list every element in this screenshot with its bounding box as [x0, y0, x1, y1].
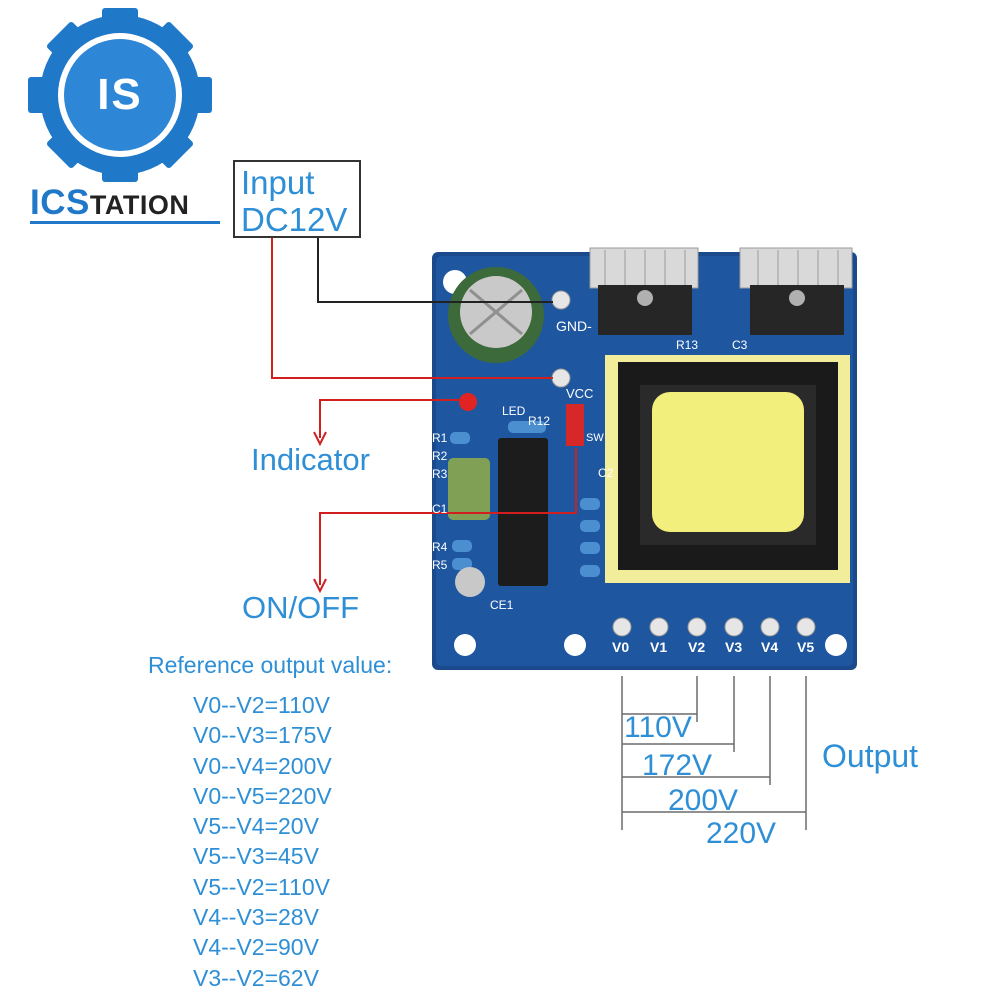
dimension-label-200v: 200V [668, 784, 739, 817]
indicator-arrow-icon [313, 431, 327, 447]
capacitor-ce [448, 267, 544, 363]
silkscreen-r1: R1 [432, 431, 448, 445]
output-pins [612, 617, 816, 637]
resistor [580, 498, 600, 510]
heatsink-right [739, 247, 853, 335]
transformer [605, 355, 850, 583]
resistor [450, 432, 470, 444]
logo-wordmark: ICSTATION [30, 183, 189, 223]
mounting-hole [564, 634, 586, 656]
heatsink-left [589, 247, 699, 335]
silkscreen-r12: R12 [528, 414, 551, 428]
pin-label-v5: V5 [797, 639, 815, 655]
reference-item: V0--V3=175V [193, 722, 332, 749]
pin-label-v2: V2 [688, 639, 706, 655]
small-capacitor [455, 567, 485, 597]
resistor [452, 558, 472, 570]
mounting-hole [825, 634, 847, 656]
resistor [452, 540, 472, 552]
pin-label-v3: V3 [725, 639, 743, 655]
silkscreen-r4: R4 [432, 540, 448, 554]
logo-wordmark-big: ICS [30, 183, 90, 222]
silkscreen-r13: R13 [676, 338, 699, 352]
reference-list: V0--V2=110V V0--V3=175V V0--V4=200V V0--… [193, 690, 332, 993]
input-label-line2: DC12V [241, 201, 348, 238]
reference-item: V0--V5=220V [193, 782, 332, 809]
reference-item: V3--V2=62V [193, 964, 319, 991]
gear-icon [28, 8, 212, 182]
silkscreen-c3: C3 [732, 338, 748, 352]
silkscreen-sw: SW [586, 432, 604, 444]
onoff-leader-line [319, 448, 577, 585]
dimension-label-220v: 220V [706, 817, 777, 850]
silkscreen-r2: R2 [432, 449, 448, 463]
switch-jumper [566, 404, 584, 446]
dimension-lines [621, 676, 807, 830]
resistor [580, 520, 600, 532]
input-label-box: Input DC12V [233, 160, 361, 238]
silkscreen-r5: R5 [432, 558, 448, 572]
pin-label-v4: V4 [761, 639, 779, 655]
vcc-leader-line [271, 238, 553, 379]
reference-item: V0--V4=200V [193, 752, 332, 779]
logo-emblem-letters: IS [97, 70, 143, 119]
resistor [508, 421, 546, 433]
pin-label-v1: V1 [650, 639, 668, 655]
pin-label-v0: V0 [612, 639, 630, 655]
onoff-label: ON/OFF [242, 590, 360, 625]
dimension-label-172v: 172V [642, 749, 713, 782]
logo-underline [30, 221, 220, 224]
terminal-vcc [551, 368, 571, 388]
led [459, 393, 477, 411]
silkscreen-c1: C1 [432, 502, 448, 516]
mounting-hole [454, 634, 476, 656]
reference-item: V4--V3=28V [193, 904, 319, 931]
silkscreen-led: LED [502, 404, 526, 418]
dimension-label-110v: 110V [624, 711, 692, 744]
reference-item: V5--V4=20V [193, 813, 319, 840]
reference-item: V5--V3=45V [193, 843, 319, 870]
silkscreen-r3: R3 [432, 467, 448, 481]
terminal-gnd [551, 290, 571, 310]
reference-item: V5--V2=110V [193, 873, 331, 900]
reference-item: V0--V2=110V [193, 692, 331, 718]
silkscreen-c2: C2 [598, 466, 614, 480]
film-capacitor [448, 458, 490, 520]
silkscreen-gnd: GND- [556, 318, 592, 334]
reference-title: Reference output value: [148, 652, 393, 678]
resistor [580, 565, 600, 577]
logo-wordmark-small: TATION [89, 190, 190, 220]
gnd-leader-line [317, 238, 553, 303]
silkscreen-vcc: VCC [566, 386, 594, 401]
reference-item: V4--V2=90V [193, 934, 319, 961]
onoff-arrow-icon [313, 578, 327, 594]
output-label: Output [822, 738, 919, 774]
input-label-line1: Input [241, 164, 315, 201]
resistor [580, 542, 600, 554]
indicator-label: Indicator [251, 442, 370, 477]
indicator-leader-line [319, 399, 460, 438]
silkscreen-ce1: CE1 [490, 598, 514, 612]
